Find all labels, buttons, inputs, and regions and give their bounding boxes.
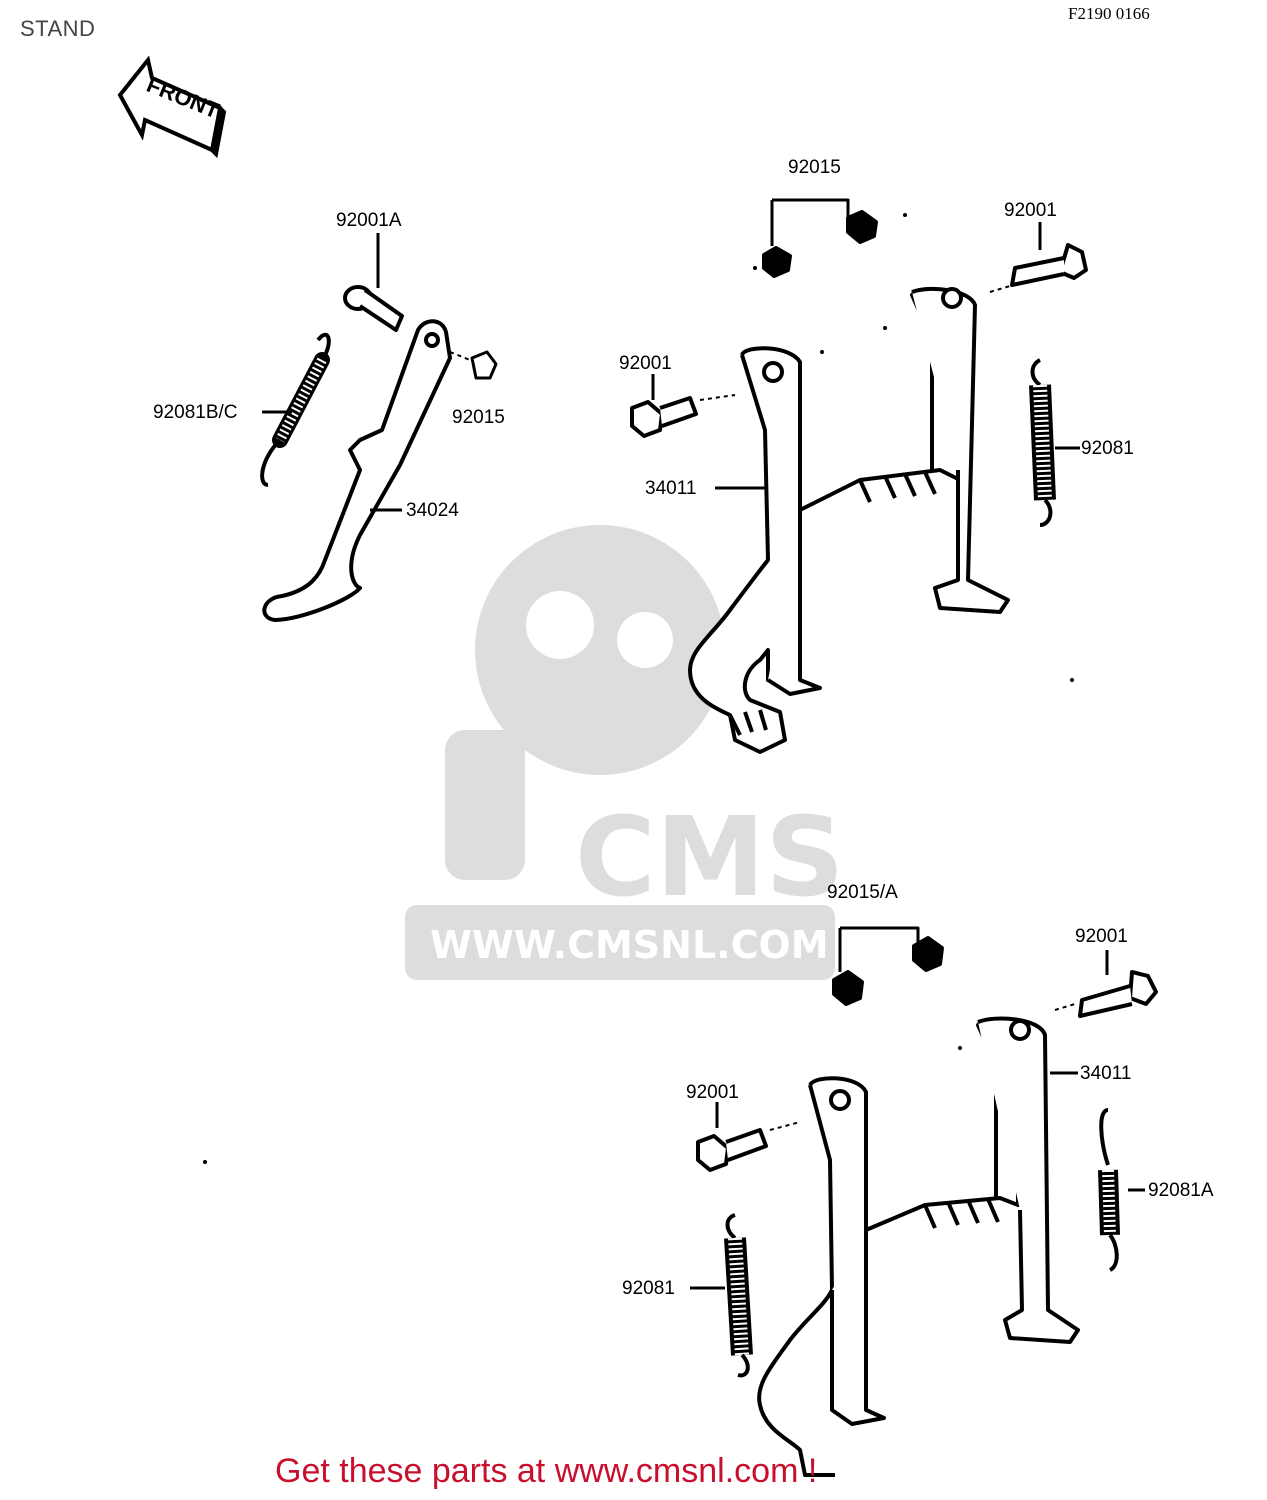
- buy-parts-link[interactable]: Get these parts at www.cmsnl.com !: [275, 1452, 818, 1490]
- callout-lower-bolt-left: 92001: [686, 1082, 739, 1103]
- callout-lower-spring-right: 92081A: [1148, 1180, 1214, 1201]
- callout-upper-spring: 92081: [1081, 438, 1134, 459]
- callout-side-stand-spring: 92081B/C: [153, 402, 238, 423]
- center-stand-lower-assembly: [690, 926, 1158, 1477]
- side-stand-bolt: [343, 285, 404, 332]
- callout-side-stand-bolt: 92001A: [336, 210, 402, 231]
- upper-bolt-right: [1010, 243, 1088, 287]
- side-stand-nut: [470, 350, 498, 380]
- watermark-mascot-body: [445, 730, 525, 880]
- cms-watermark: CMS WWW.CMSNL.COM: [405, 525, 844, 980]
- drawing-code: F2190 0166: [1068, 4, 1150, 23]
- page-title: STAND: [20, 16, 96, 41]
- watermark-mascot-goggle-left: [526, 591, 594, 659]
- upper-nut-left: [762, 246, 792, 278]
- side-stand-spring: [260, 332, 331, 487]
- watermark-mascot-head: [475, 525, 725, 775]
- watermark-mascot-goggle-right: [617, 612, 673, 668]
- callout-upper-stand: 34011: [645, 478, 697, 499]
- watermark-url: WWW.CMSNL.COM: [430, 923, 829, 967]
- callout-side-stand: 34024: [406, 500, 459, 521]
- lower-bolt-right: [1078, 970, 1158, 1018]
- lower-center-stand-spring-right: [1098, 1108, 1120, 1272]
- callout-lower-bolt-right: 92001: [1075, 926, 1128, 947]
- lower-center-stand-spring-left: [724, 1213, 753, 1378]
- front-direction-arrow-icon: FRONT: [117, 55, 227, 159]
- callout-lower-nuts: 92015/A: [827, 882, 898, 903]
- lower-nut-left: [832, 970, 864, 1006]
- side-stand-body: [262, 319, 452, 622]
- scan-specks: [203, 213, 1074, 1164]
- upper-bolt-left: [630, 396, 698, 438]
- upper-center-stand-spring: [1029, 358, 1056, 527]
- callout-side-stand-nut: 92015: [452, 407, 505, 428]
- lower-nut-right: [912, 936, 944, 972]
- side-stand-assembly: [260, 233, 498, 622]
- callout-upper-bolt-right: 92001: [1004, 200, 1057, 221]
- lower-center-stand-body: [757, 1016, 1080, 1477]
- callout-lower-stand: 34011: [1080, 1063, 1132, 1084]
- upper-nut-right: [846, 210, 878, 244]
- upper-center-stand-body: [688, 286, 1010, 754]
- watermark-brand: CMS: [575, 793, 844, 921]
- callout-upper-nuts: 92015: [788, 157, 841, 178]
- lower-bolt-left: [696, 1128, 768, 1172]
- callout-lower-spring-left: 92081: [622, 1278, 675, 1299]
- callout-upper-bolt-left: 92001: [619, 353, 672, 374]
- watermark-url-bar: [405, 905, 835, 980]
- center-stand-upper-assembly: [262, 198, 1088, 754]
